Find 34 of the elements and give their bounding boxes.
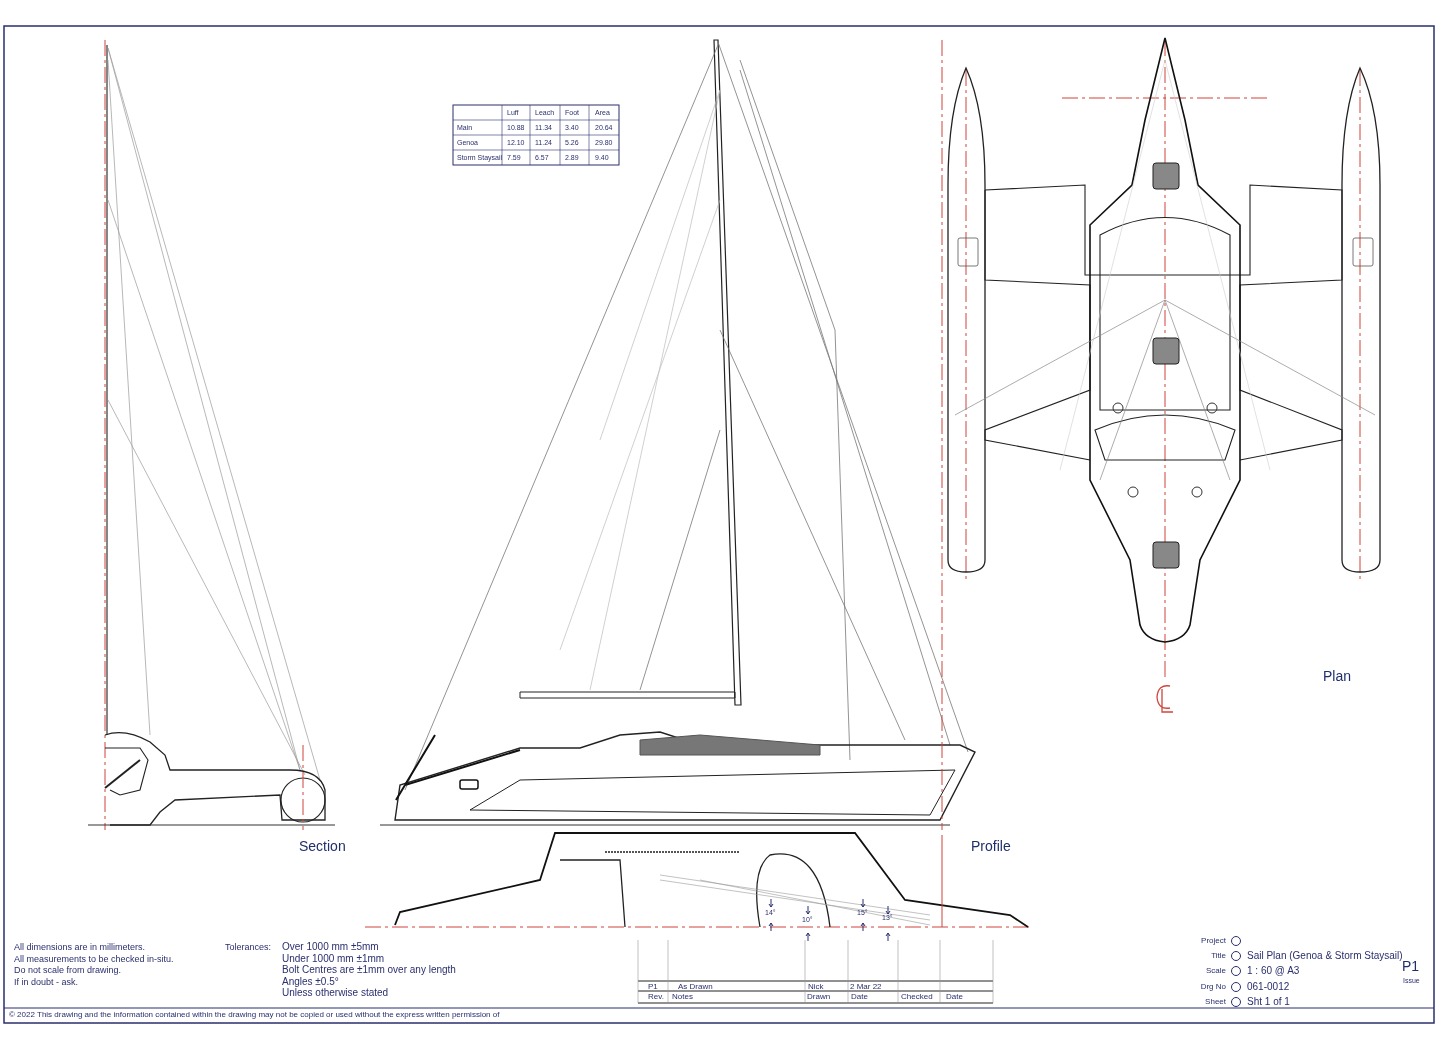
revision-column-label: Notes (672, 993, 693, 1001)
revision-entry: Nick (808, 983, 824, 991)
revision-entry: 2 Mar 22 (850, 983, 882, 991)
revision-entry: As Drawn (678, 983, 713, 991)
tolerance-text: Unless otherwise stated (282, 988, 389, 998)
revision-column-label: Date (851, 993, 868, 1001)
revision-column-label: Drawn (807, 993, 831, 1001)
tolerance-text: Bolt Centres are ±1mm over any length (282, 965, 456, 975)
field-label: Drg No (1200, 983, 1226, 991)
view-title: Plan (1323, 669, 1352, 683)
revision-entry: P1 (648, 983, 658, 991)
note-text: Do not scale from drawing. (14, 966, 122, 975)
view-title: Section (299, 839, 346, 853)
revision-column-label: Checked (901, 993, 933, 1001)
copyright-notice: © 2022 This drawing and the information contained within the drawing may not be copied or used without the express written permission of (9, 1011, 500, 1019)
field-label: Sheet (1205, 998, 1226, 1006)
field-label: Title (1211, 952, 1226, 960)
note-text: If in doubt - ask. (14, 977, 79, 987)
revision-column-label: Rev. (648, 993, 664, 1001)
field-value: 1 : 60 @ A3 (1247, 966, 1300, 976)
tolerance-text: Angles ±0.5° (282, 976, 339, 987)
note-text: All measurements to be checked in-situ. (14, 954, 174, 964)
field-label: Scale (1206, 967, 1226, 975)
field-label: Project (1201, 937, 1226, 945)
tolerance-heading: Tolerances: (225, 943, 272, 952)
note-text: All dimensions are in millimeters. (14, 943, 146, 952)
revision-column-label: Date (946, 993, 963, 1001)
field-value: Sht 1 of 1 (1247, 997, 1290, 1007)
tolerance-text: Over 1000 mm ±5mm (282, 942, 379, 952)
issue-code: P1 (1402, 959, 1420, 973)
view-title: Profile (971, 839, 1011, 853)
field-value: Sail Plan (Genoa & Storm Staysail) (1247, 951, 1403, 961)
field-value: 061-0012 (1247, 982, 1290, 992)
tolerance-text: Under 1000 mm ±1mm (282, 953, 385, 964)
